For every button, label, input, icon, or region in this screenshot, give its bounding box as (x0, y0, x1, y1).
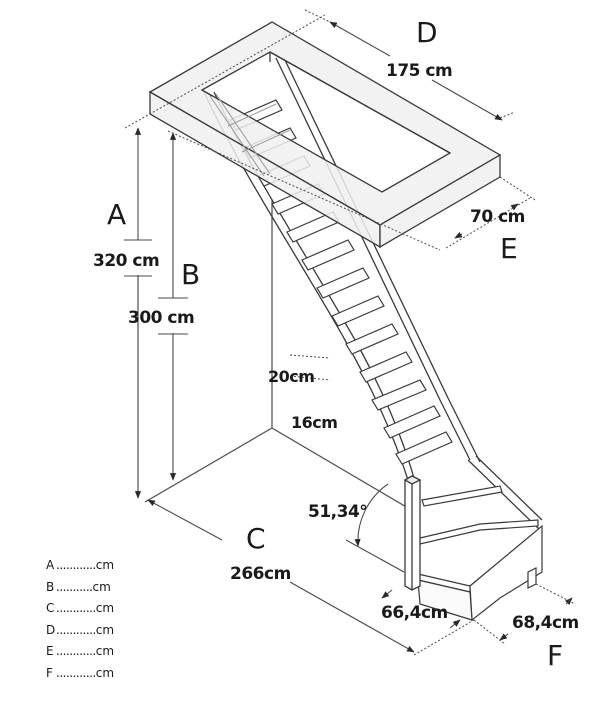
extension-lines (124, 9, 576, 656)
label-letter-c: C (246, 522, 266, 555)
label-tread-depth: 16cm (291, 413, 337, 432)
legend-row-b: B...........cm (46, 579, 111, 594)
label-letter-a: A (107, 198, 126, 231)
dimension-lines (124, 21, 573, 653)
label-bottom-width: 66,4cm (381, 603, 448, 623)
dimension-legend: A............cm B...........cm C........… (46, 555, 114, 684)
label-value-e: 70 cm (470, 207, 525, 227)
label-letter-b: B (181, 258, 200, 291)
floor-guides (144, 200, 421, 516)
label-step-rise: 20cm (268, 367, 314, 386)
legend-row-e: E............cm (46, 644, 115, 658)
label-letter-e: E (500, 232, 518, 265)
label-value-b: 300 cm (128, 308, 194, 328)
label-letter-f: F (547, 639, 563, 672)
label-value-c: 266cm (230, 564, 291, 584)
label-value-a: 320 cm (93, 251, 159, 271)
label-angle: 51,34° (308, 502, 367, 522)
label-value-f: 68,4cm (512, 613, 579, 633)
newel-post (403, 475, 422, 591)
upper-floor-slab (148, 21, 502, 249)
legend-row-a: A............cm (46, 558, 115, 572)
winder-treads (417, 485, 543, 622)
label-letter-d: D (416, 16, 438, 49)
legend-row-d: D............cm (46, 622, 115, 637)
legend-row-c: C............cm (46, 601, 115, 615)
ghost-treads (209, 93, 291, 177)
label-value-d: 175 cm (386, 61, 452, 81)
legend-row-f: F............cm (46, 665, 115, 680)
